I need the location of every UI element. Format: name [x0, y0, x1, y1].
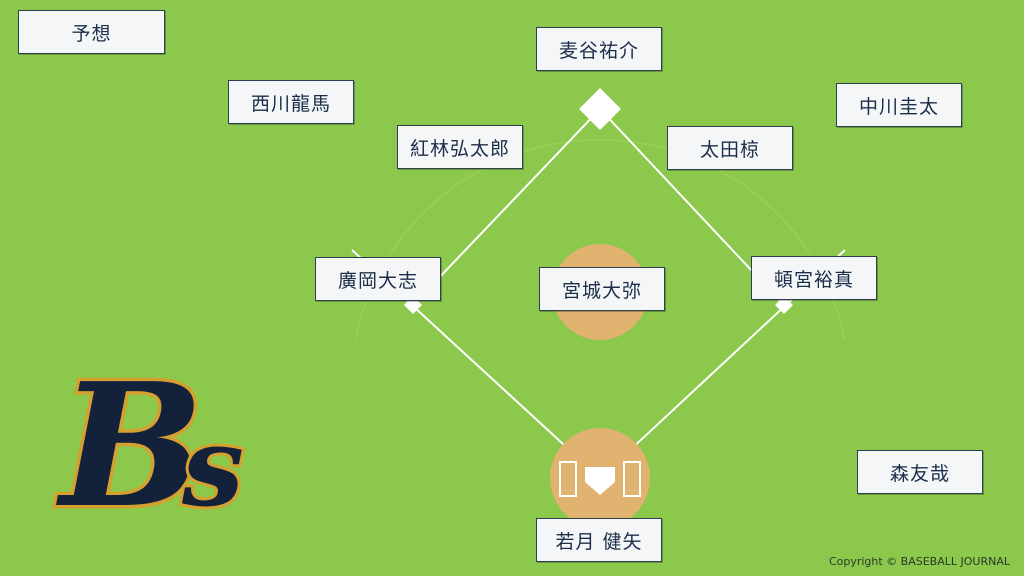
copyright-text: Copyright © BASEBALL JOURNAL: [828, 555, 1010, 568]
right-field-player: 中川圭太: [836, 83, 962, 127]
svg-text:s: s: [181, 402, 244, 531]
first-base-player: 頓宮裕真: [751, 256, 877, 300]
home-plate: [585, 467, 615, 495]
title-label: 予想: [18, 10, 165, 54]
second-base: [579, 88, 621, 130]
svg-text:B: B: [56, 346, 204, 540]
left-field-player: 西川龍馬: [228, 80, 354, 124]
center-field-player: 麦谷祐介: [536, 27, 662, 71]
second-base-player: 太田椋: [667, 126, 793, 170]
first-base: [775, 296, 793, 314]
third-base-player: 廣岡大志: [315, 257, 441, 301]
shortstop-player: 紅林弘太郎: [397, 125, 523, 169]
batters-box-left: [559, 461, 577, 497]
outfield-arc: [354, 138, 846, 341]
baseline-third-to-second: [412, 108, 601, 306]
batters-box-right: [623, 461, 641, 497]
pitcher-player: 宮城大弥: [539, 267, 665, 311]
designated-hitter-player: 森友哉: [857, 450, 983, 494]
catcher-player: 若月 健矢: [536, 518, 662, 562]
team-logo: B s: [53, 345, 247, 540]
